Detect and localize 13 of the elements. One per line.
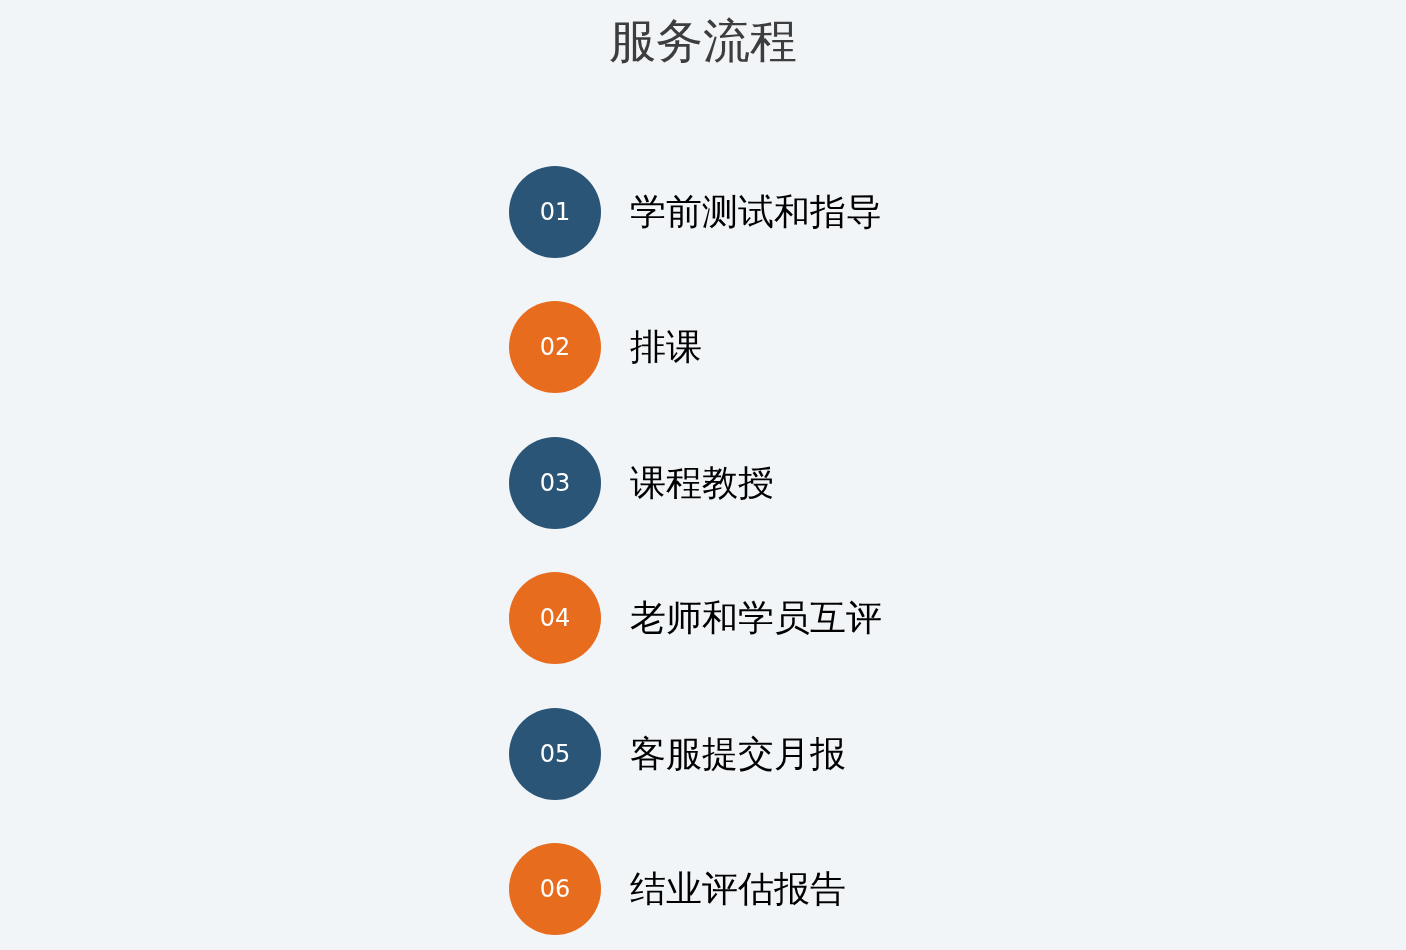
- step-label: 客服提交月报: [630, 732, 846, 776]
- step-number-circle: 06: [509, 843, 601, 935]
- step-number-circle: 02: [509, 301, 601, 393]
- step-number-circle: 03: [509, 437, 601, 529]
- title: 服务流程: [609, 12, 797, 70]
- step-number-circle: 04: [509, 572, 601, 664]
- step-label: 课程教授: [630, 461, 774, 505]
- step-label: 结业评估报告: [630, 867, 846, 911]
- step-number-circle: 01: [509, 166, 601, 258]
- step-label: 排课: [630, 325, 702, 369]
- step-number-circle: 05: [509, 708, 601, 800]
- step-label: 学前测试和指导: [630, 190, 882, 234]
- step-label: 老师和学员互评: [630, 596, 882, 640]
